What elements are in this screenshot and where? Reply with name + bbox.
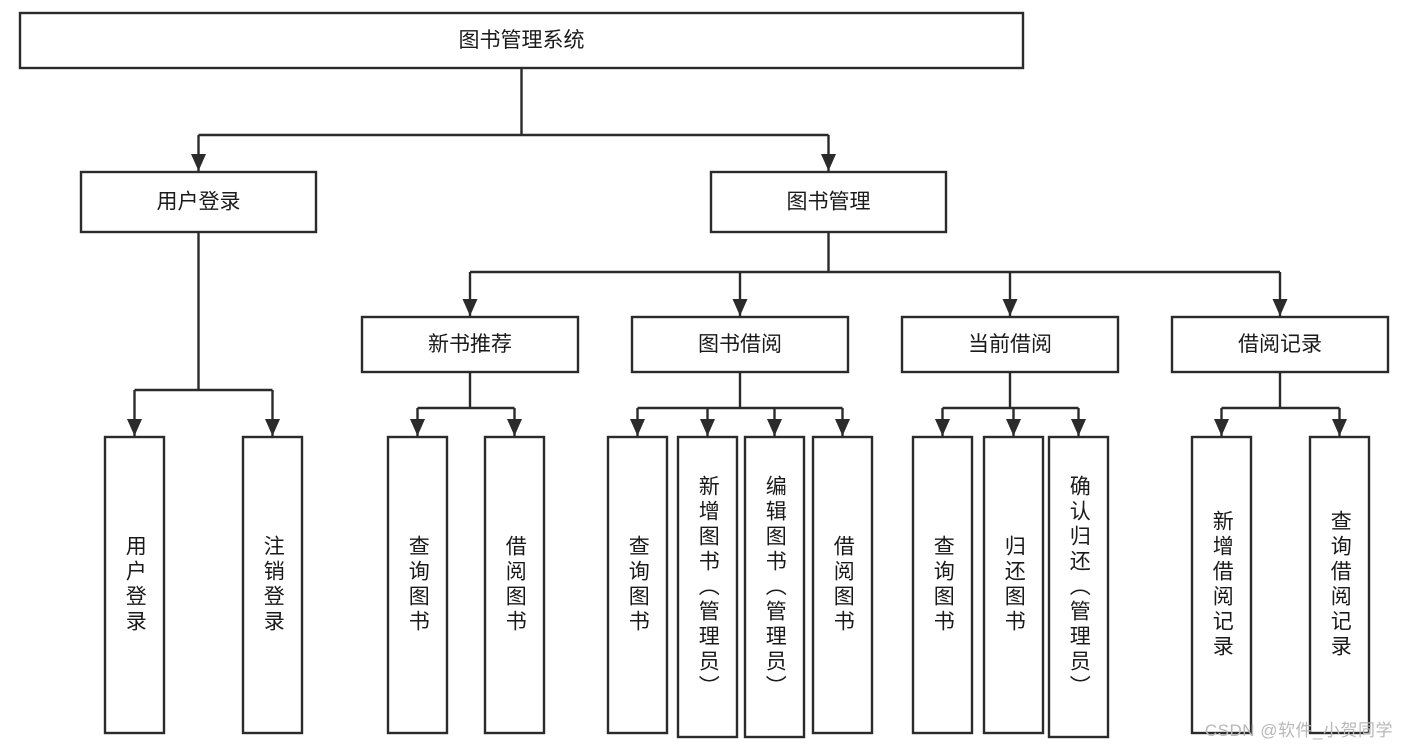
node-borrow-record[interactable] — [1170, 315, 1390, 374]
leaf-leaf-borrow-book-1[interactable] — [483, 435, 546, 735]
leaf-leaf-query-book-3[interactable] — [911, 435, 974, 735]
leaf-leaf-query-book-2[interactable] — [606, 435, 669, 735]
leaf-leaf-borrow-book-2[interactable] — [811, 435, 874, 735]
arrow-head-icon-leaf-borrow-book-2 — [835, 419, 850, 436]
node-label-borrow-record: 借阅记录 — [1238, 333, 1322, 356]
leaf-leaf-return-book[interactable] — [982, 435, 1045, 735]
node-root[interactable] — [18, 11, 1025, 70]
arrow-head-icon-new-book-rec — [462, 299, 478, 316]
arrow-head-icon-leaf-edit-book — [767, 419, 782, 436]
arrow-head-icon-leaf-query-book-3 — [935, 419, 950, 436]
arrow-head-icon-leaf-query-record — [1332, 419, 1347, 436]
node-current-borrow[interactable] — [900, 315, 1120, 374]
arrow-head-icon-leaf-borrow-book-1 — [507, 419, 522, 436]
leaf-leaf-confirm-return[interactable] — [1047, 435, 1110, 739]
node-box-layer — [18, 11, 1390, 739]
arrow-head-icon-leaf-query-book-2 — [630, 419, 645, 436]
arrow-head-icon-borrow-record — [1272, 299, 1288, 316]
leaf-leaf-user-login[interactable] — [103, 435, 166, 735]
arrow-head-icon-leaf-user-login — [127, 419, 142, 436]
node-book-manage[interactable] — [709, 170, 948, 234]
arrow-head-icon-leaf-confirm-return — [1071, 419, 1086, 436]
arrow-head-icon-leaf-return-book — [1006, 419, 1021, 436]
node-user-login[interactable] — [79, 170, 318, 234]
leaf-leaf-edit-book[interactable] — [743, 435, 806, 739]
arrow-head-icon-book-manage — [821, 154, 836, 171]
node-label-current-borrow: 当前借阅 — [968, 333, 1052, 356]
arrow-head-icon-user-login — [191, 154, 206, 171]
csdn-watermark: CSDN @软件_小贺同学 — [1204, 721, 1393, 740]
arrow-head-icon-book-borrow — [732, 299, 748, 316]
arrow-head-icon-leaf-query-book-1 — [410, 419, 425, 436]
leaf-leaf-add-record[interactable] — [1190, 435, 1253, 735]
leaf-leaf-user-logout[interactable] — [241, 435, 304, 735]
arrow-head-icon-leaf-add-book — [700, 419, 715, 436]
node-label-user-login: 用户登录 — [157, 191, 241, 214]
connector-layer — [127, 68, 1347, 436]
node-label-root: 图书管理系统 — [459, 29, 585, 52]
leaf-leaf-query-book-1[interactable] — [386, 435, 449, 735]
node-book-borrow[interactable] — [630, 315, 850, 374]
node-new-book-rec[interactable] — [360, 315, 580, 374]
leaf-leaf-query-record[interactable] — [1308, 435, 1371, 735]
arrow-head-icon-leaf-user-logout — [265, 419, 280, 436]
arrow-head-icon-current-borrow — [1002, 299, 1018, 316]
node-label-new-book-rec: 新书推荐 — [428, 333, 512, 356]
node-label-book-borrow: 图书借阅 — [698, 333, 782, 356]
arrow-head-icon-leaf-add-record — [1214, 419, 1229, 436]
leaf-leaf-add-book[interactable] — [676, 435, 739, 739]
node-label-book-manage: 图书管理 — [787, 191, 871, 214]
